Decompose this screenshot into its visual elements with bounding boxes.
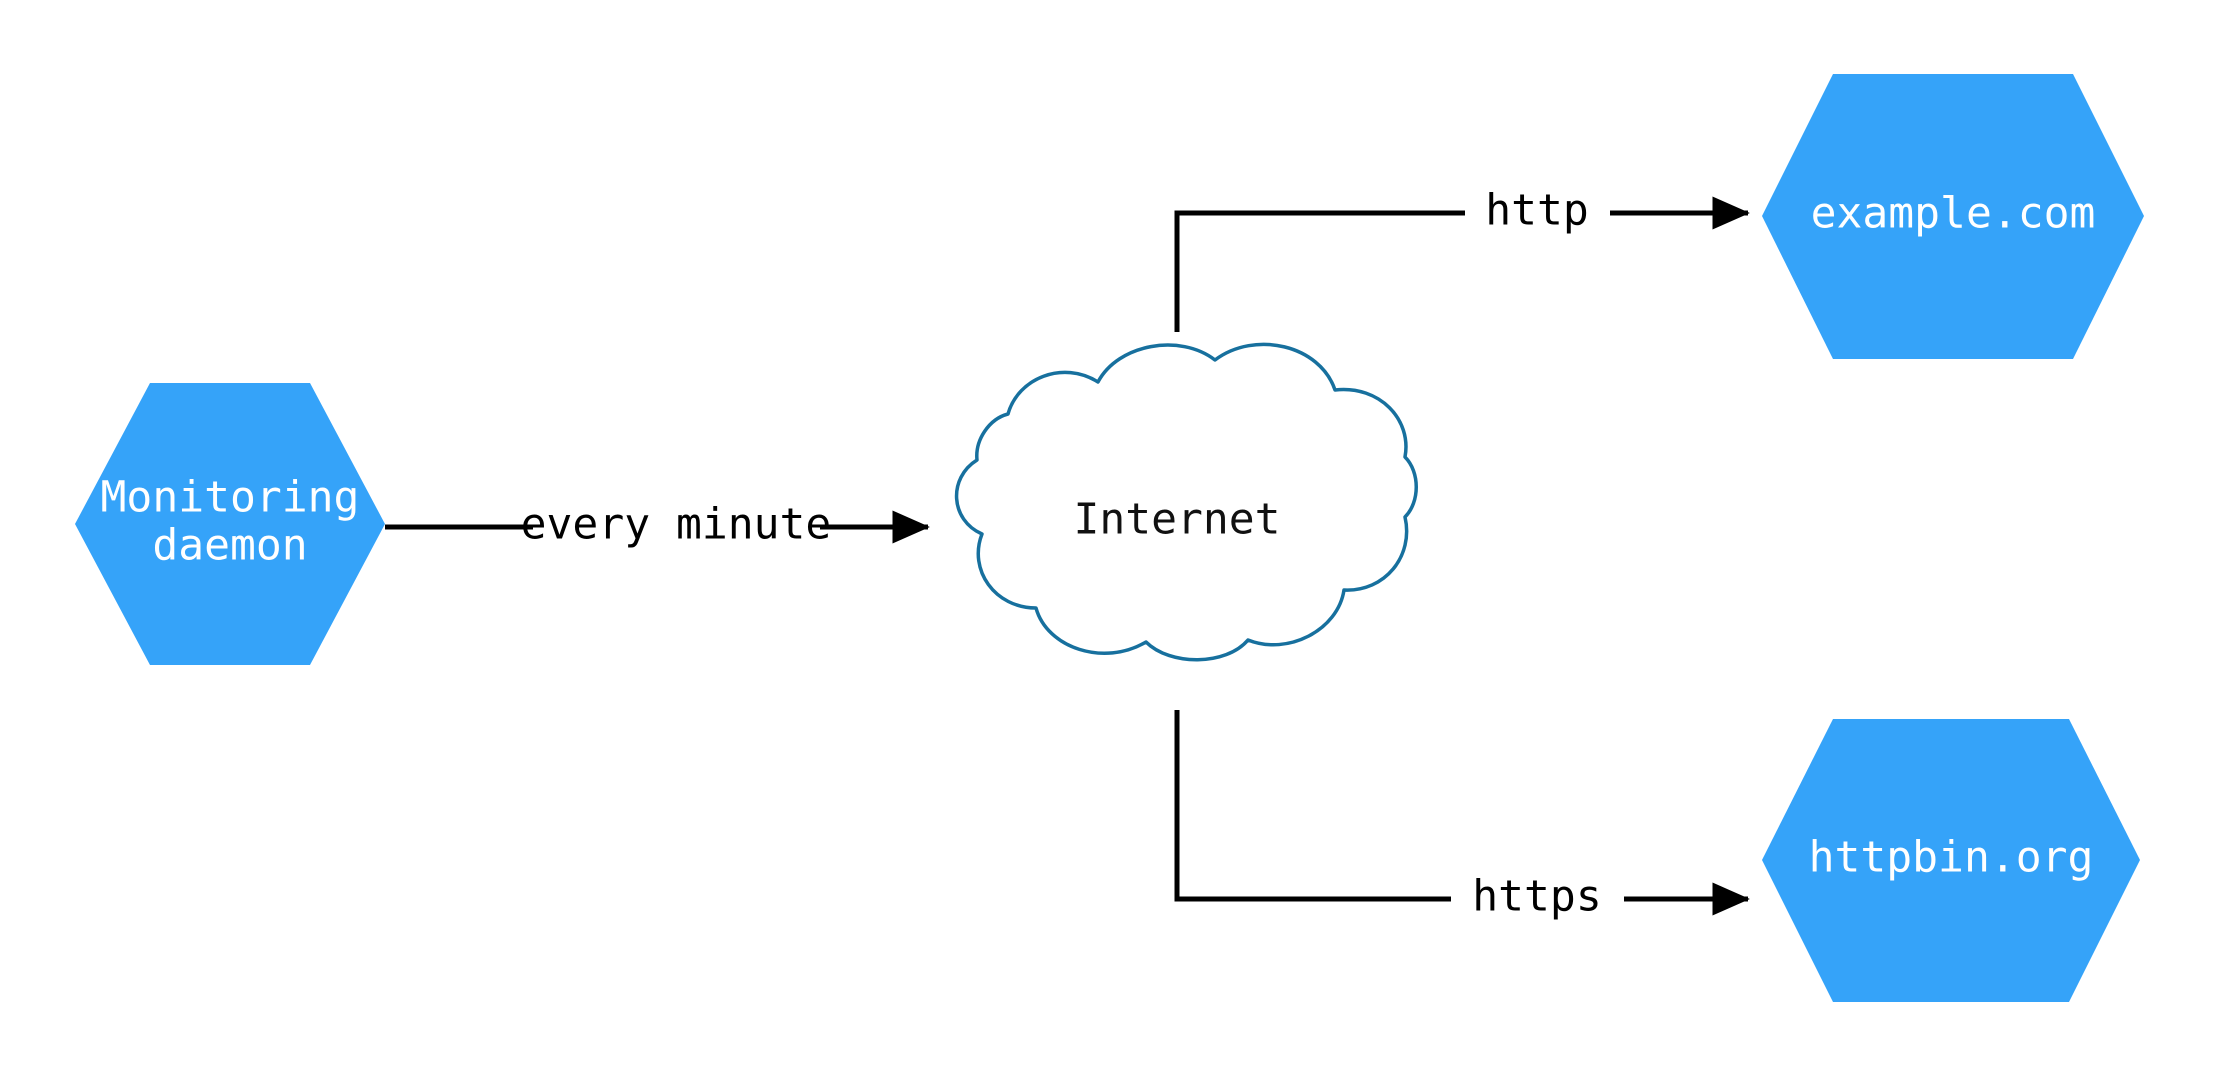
edge-daemon-to-internet: every minute [385,500,930,550]
edge-internet-to-httpbin: https [1174,710,1750,922]
node-monitoring-daemon[interactable]: Monitoring daemon [75,383,385,665]
monitoring-daemon-label-line2: daemon [152,521,307,571]
edge-segment-up-right [1174,210,1465,332]
edge-label-https: https [1472,872,1601,922]
httpbin-org-hexagon[interactable] [1762,719,2140,1002]
node-internet[interactable]: Internet [954,342,1418,662]
monitoring-daemon-label-line1: Monitoring [101,473,360,523]
edge-label-http: http [1485,186,1589,236]
edge-segment-down-right [1174,710,1451,902]
example-com-label: example.com [1811,189,2096,239]
edge-internet-to-example: http [1174,186,1750,332]
edge-label-every-minute: every minute [521,500,832,550]
internet-label: Internet [1073,495,1280,545]
internet-cloud-shape[interactable] [954,342,1418,662]
example-com-hexagon[interactable] [1762,74,2144,359]
monitoring-daemon-hexagon[interactable] [75,383,385,665]
node-example-com[interactable]: example.com [1762,74,2144,359]
httpbin-org-label: httpbin.org [1809,833,2094,883]
node-httpbin-org[interactable]: httpbin.org [1762,719,2140,1002]
